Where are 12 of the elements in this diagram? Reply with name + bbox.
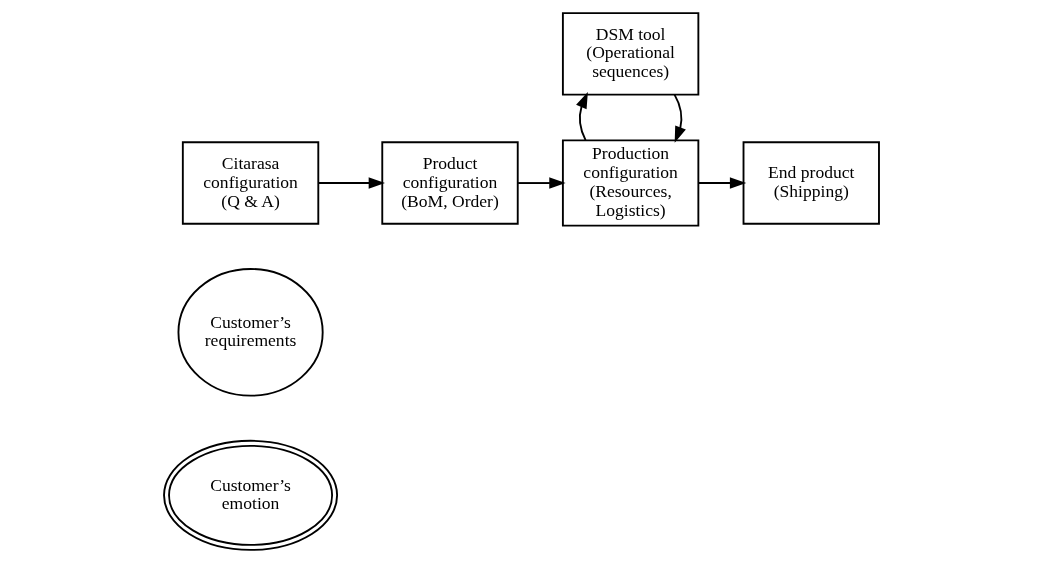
node-box: Citarasa configuration (Q & A) xyxy=(181,141,320,225)
node-box: Product configuration (BoM, Order) xyxy=(381,141,519,225)
arrow xyxy=(517,177,566,189)
node-ellipse: Customer’s requirements xyxy=(177,268,324,397)
node-box: DSM tool (Operational sequences) xyxy=(561,12,700,96)
node-ellipse: Customer’s emotion xyxy=(163,439,339,551)
node-box: End product (Shipping) xyxy=(742,141,880,225)
arrow xyxy=(697,177,747,189)
arrow xyxy=(673,93,686,143)
arrow xyxy=(317,177,385,189)
node-box: Production configuration (Resources, Logistics) xyxy=(561,139,700,227)
arrow xyxy=(576,92,588,142)
